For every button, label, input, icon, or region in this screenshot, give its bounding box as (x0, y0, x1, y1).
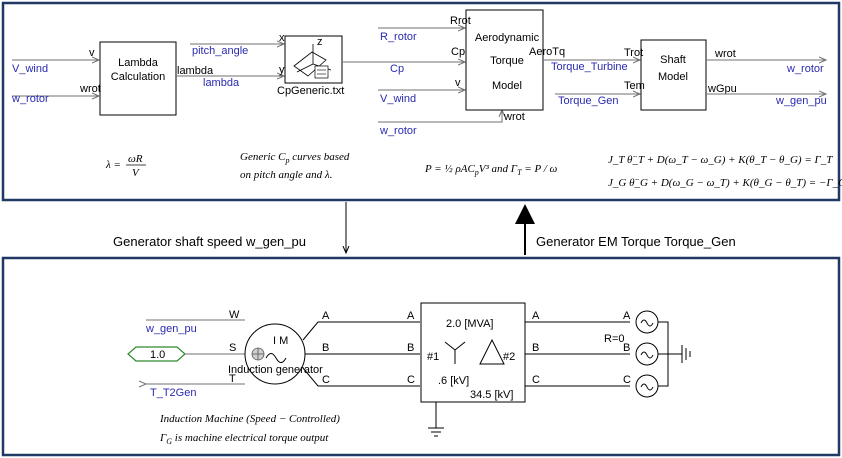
lambda-block-title-1: Lambda (118, 57, 159, 69)
eq-lambda-den: V (132, 167, 140, 179)
lambda-port-v: v (89, 47, 95, 59)
signal-w-rotor: w_rotor (11, 93, 49, 105)
eq-power: P = ½ ρACpV³ and ΓT = P / ω (424, 163, 558, 177)
aero-title-3: Model (492, 80, 522, 92)
aero-port-out: AeroTq (529, 46, 565, 58)
transformer-winding-2: #2 (503, 351, 515, 363)
lambda-calculation-block[interactable] (99, 41, 177, 116)
note-torque-output: ΓG is machine electrical torque output (159, 432, 329, 446)
cp-port-y: y (279, 64, 285, 76)
ac-source-b[interactable] (635, 342, 659, 366)
cp-generic-block[interactable] (284, 35, 343, 84)
aero-title-1: Aerodynamic (475, 32, 540, 44)
wire-phase-a-1 (302, 321, 420, 341)
phase-c-label-2: C (407, 374, 415, 386)
lambda-block-title-2: Calculation (111, 71, 165, 83)
phase-c-label-1: C (322, 374, 330, 386)
output-w-gen-pu: w_gen_pu (775, 95, 827, 107)
phase-a-label-3: A (532, 310, 540, 322)
machine-port-t: T (229, 373, 236, 385)
machine-port-w: W (229, 309, 240, 321)
shaft-model-block[interactable] (640, 39, 707, 111)
ac-source-c[interactable] (635, 374, 659, 398)
ground-icon-right (681, 345, 691, 363)
speed-constant-value: 1.0 (150, 349, 165, 361)
shaft-port-trot: Trot (624, 47, 643, 59)
aero-port-rrot: Rrot (450, 15, 471, 27)
shaft-title-2: Model (658, 71, 688, 83)
phase-a-label-1: A (322, 310, 330, 322)
aero-title-2: Torque (490, 55, 524, 67)
phase-b-label-2: B (407, 342, 414, 354)
wye-winding-icon (444, 341, 466, 364)
aero-port-wrot: wrot (503, 111, 525, 123)
signal-v-wind-2: V_wind (380, 93, 416, 105)
transformer-block[interactable] (420, 302, 526, 403)
shaft-title-1: Shaft (660, 54, 686, 66)
shaft-port-wgpu: wGpu (707, 83, 737, 95)
signal-r-rotor: R_rotor (380, 31, 417, 43)
note-induction-machine: Induction Machine (Speed − Controlled) (159, 413, 340, 425)
phase-c-label-3: C (532, 374, 540, 386)
machine-rotor-icon (251, 347, 265, 361)
caption-generator-speed: Generator shaft speed w_gen_pu (113, 234, 306, 249)
cp-port-z: z (317, 36, 323, 48)
phase-b-label-3: B (532, 342, 539, 354)
signal-cp: Cp (390, 63, 404, 75)
eq-shaft-2: J_G θ̈_G + D(ω_G − ω_T) + K(θ_G − θ_T) =… (608, 177, 842, 189)
phase-c-label-4: C (623, 374, 631, 386)
transformer-voltage-2: 34.5 [kV] (470, 389, 513, 401)
lambda-port-wrot: wrot (79, 83, 101, 95)
eq-shaft-1: J_T θ̈_T + D(ω_T − ω_G) + K(θ_T − θ_G) =… (608, 154, 833, 166)
signal-lambda: lambda (203, 77, 240, 89)
phase-b-label-4: B (623, 342, 630, 354)
aero-port-cp: Cp (451, 46, 465, 58)
eq-lambda-lhs: λ = (105, 159, 121, 171)
transformer-rating: 2.0 [MVA] (446, 318, 493, 330)
ground-icon-transformer (428, 402, 444, 437)
lambda-port-out: lambda (177, 65, 214, 77)
eq-cp-note-2: on pitch angle and λ. (240, 169, 332, 181)
shaft-port-wrot: wrot (714, 48, 736, 60)
wire-w-rotor-2 (378, 110, 502, 123)
shaft-port-tem: Tem (624, 80, 645, 92)
machine-label-1: I M (273, 335, 288, 347)
signal-torque-turbine: Torque_Turbine (551, 61, 628, 73)
signal-pitch-angle: pitch_angle (192, 45, 248, 57)
phase-b-label-1: B (322, 342, 329, 354)
ac-wave-icon (265, 353, 287, 363)
caption-generator-torque: Generator EM Torque Torque_Gen (536, 234, 736, 249)
signal-torque-gen: Torque_Gen (558, 95, 619, 107)
cp-block-name: CpGeneric.txt (277, 85, 344, 97)
signal-t-t2gen: T_T2Gen (150, 387, 196, 399)
signal-w-rotor-2: w_rotor (379, 125, 417, 137)
machine-label-2: Induction generator (228, 364, 323, 376)
output-w-rotor: w_rotor (786, 63, 824, 75)
signal-v-wind: V_wind (12, 63, 48, 75)
transformer-winding-1: #1 (427, 351, 439, 363)
eq-cp-note-1: Generic Cp curves based (240, 151, 350, 165)
cp-port-x: x (279, 32, 285, 44)
eq-lambda-num: ωR (128, 153, 143, 165)
machine-port-s: S (229, 342, 236, 354)
phase-a-label-2: A (407, 310, 415, 322)
delta-winding-icon (479, 338, 505, 365)
aero-port-v: v (455, 77, 461, 89)
speed-constant-box[interactable] (127, 346, 186, 362)
cp-surface-icon (293, 44, 332, 79)
wire-phase-c-1 (302, 367, 420, 387)
aerodynamic-torque-block[interactable] (465, 9, 544, 111)
source-resistance: R=0 (604, 333, 625, 345)
ac-source-a[interactable] (635, 310, 659, 334)
transformer-voltage-1: .6 [kV] (438, 375, 469, 387)
phase-a-label-4: A (623, 310, 631, 322)
signal-w-gen-pu-bottom: w_gen_pu (145, 323, 197, 335)
